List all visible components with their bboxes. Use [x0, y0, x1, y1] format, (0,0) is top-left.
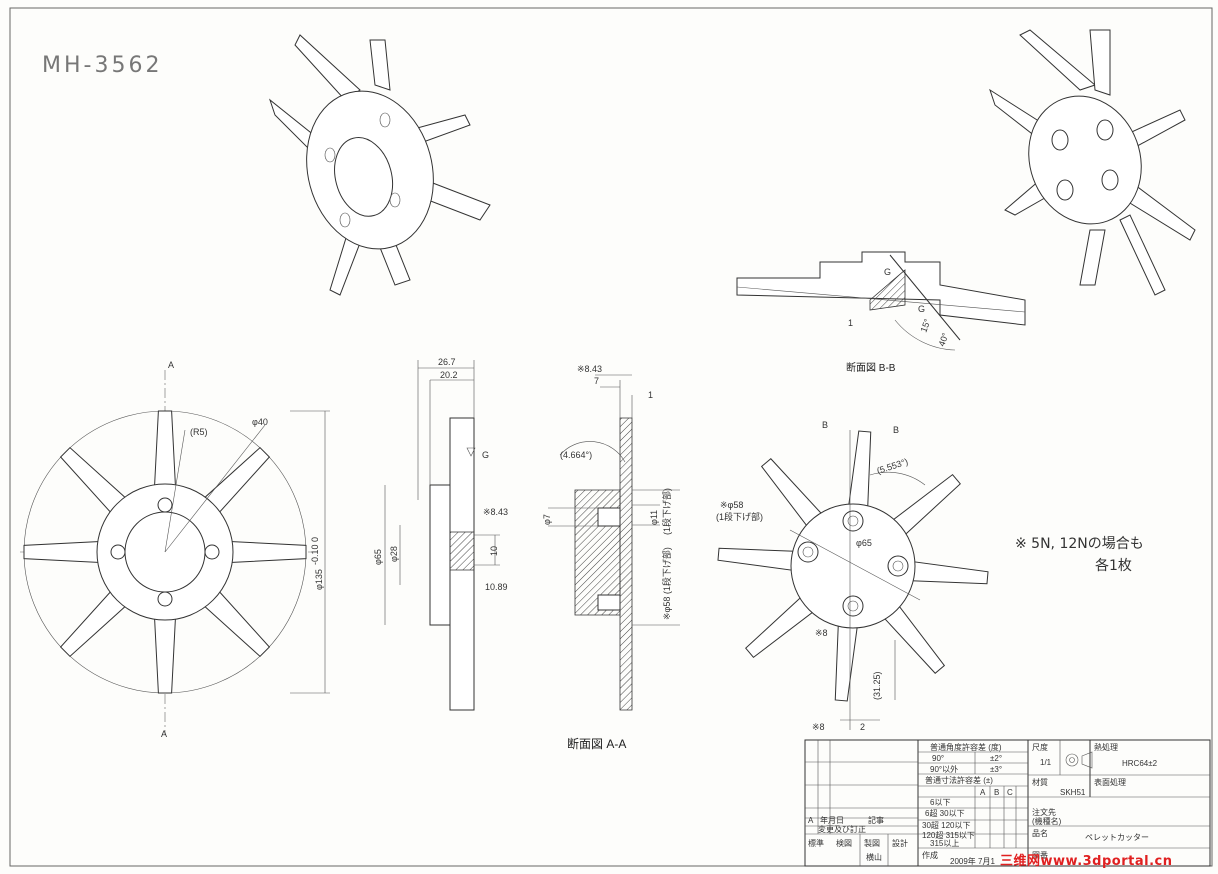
tb-tol-row-2: 30超 120以下 — [922, 820, 970, 830]
side-dim-8-43: ※8.43 — [483, 507, 508, 517]
title-block: 普通角度許容差 (度) 90° ±2° 90°以外 ±3° 普通寸法許容差 (±… — [804, 739, 1211, 867]
side-view: 26.7 20.2 ※8.43 φ65 φ28 10 10.89 G — [373, 357, 508, 711]
tb-customer-label: 注文先 — [1032, 807, 1056, 817]
right-dim-8-bottom: ※8 — [812, 722, 825, 732]
tb-tol-row-1: 6超 30以下 — [925, 808, 965, 818]
right-label-b1: B — [822, 420, 828, 430]
isometric-view-left — [268, 34, 491, 296]
right-dim-65: φ65 — [856, 538, 872, 548]
section-aa-dim-58: ※φ58 (1段下げ部) — [661, 547, 672, 620]
tb-created-label: 作成 — [922, 850, 938, 860]
tb-approve-label: 検図 — [836, 838, 852, 848]
front-marker-a-top: A — [168, 360, 174, 370]
front-dim-d135: φ135 — [314, 569, 324, 590]
tb-col-b: B — [994, 788, 999, 797]
section-bb-dim-1: 1 — [848, 318, 853, 328]
right-dim-58-sub: (1段下げ部) — [716, 511, 763, 522]
section-aa-dim-7-top: 7 — [594, 376, 599, 386]
section-aa-title: 断面図 A-A — [567, 736, 626, 751]
right-dim-2: 2 — [860, 722, 865, 732]
tb-change-label: 記事 — [868, 815, 884, 825]
section-aa-dim-7-side: φ7 — [542, 514, 552, 525]
right-dim-31-25: (31.25) — [872, 671, 882, 700]
drawing-number: MH-3562 — [42, 53, 162, 78]
front-marker-a-bottom: A — [161, 729, 167, 739]
tb-tol-row-3: 120超 315以下 — [922, 830, 975, 840]
tb-customer-sub: (機種名) — [1032, 816, 1062, 826]
side-dim-28: φ28 — [389, 546, 399, 562]
tb-part-label: 品名 — [1032, 828, 1048, 838]
tb-material-value: SKH51 — [1060, 788, 1086, 797]
tb-angle-row1-b: ±2° — [990, 754, 1002, 763]
tb-angle-row2-b: ±3° — [990, 765, 1002, 774]
tb-material-label: 材質 — [1032, 777, 1048, 787]
note-line2: 各1枚 — [1095, 558, 1132, 574]
tb-std-label: 標準 — [808, 838, 824, 848]
tb-scale-value: 1/1 — [1040, 758, 1052, 767]
section-aa-dim-11-sub: (1段下げ部) — [661, 488, 672, 535]
tb-rev-label: A — [808, 816, 814, 825]
side-dim-65: φ65 — [373, 549, 383, 565]
tb-heat-label: 熱処理 — [1094, 742, 1118, 752]
tb-created-date: 2009年 7月1 — [950, 856, 995, 866]
tb-tol-row-4: 315以上 — [930, 839, 959, 848]
tb-part-value: ペレットカッター — [1085, 833, 1149, 842]
side-dim-26-7: 26.7 — [438, 357, 456, 367]
tb-angle-header: 普通角度許容差 (度) — [930, 742, 1002, 752]
front-dim-r5: (R5) — [190, 427, 208, 437]
tb-date-label: 年月日 — [820, 815, 844, 825]
side-dim-20-2: 20.2 — [440, 370, 458, 380]
tb-heat-value: HRC64±2 — [1122, 759, 1158, 768]
tb-col-c: C — [1007, 788, 1013, 797]
watermark: 三维网www.3dportal.cn — [1000, 854, 1173, 869]
side-dim-10-89: 10.89 — [485, 582, 508, 592]
tb-dim-header: 普通寸法許容差 (±) — [925, 775, 993, 785]
front-dim-d40: φ40 — [252, 417, 268, 427]
side-surface-mark: G — [482, 450, 489, 460]
tb-surface-label: 表面処理 — [1094, 777, 1126, 787]
section-bb-mark-g2: G — [918, 304, 925, 314]
tb-change-history: 変更及び訂正 — [818, 824, 866, 834]
section-bb-title: 断面図 B-B — [846, 361, 896, 374]
tb-check-label: 製図 — [864, 838, 880, 848]
isometric-view-right — [989, 29, 1196, 296]
tb-col-a: A — [980, 788, 986, 797]
section-aa-dim-angle: (4.664°) — [560, 450, 592, 460]
section-aa-dim-11: φ11 — [649, 510, 659, 525]
right-label-b2: B — [893, 425, 899, 435]
right-dim-angle: (5.553°) — [876, 456, 910, 475]
right-dim-8: ※8 — [815, 628, 828, 638]
tb-drawing-no-label: 図番 — [1032, 850, 1048, 860]
tb-designer-value: 横山 — [866, 852, 882, 862]
front-view: A A (R5) φ40 φ135 -0.10 0 — [20, 360, 330, 739]
section-aa-dim-1: 1 — [648, 390, 653, 400]
section-bb-mark-g1: G — [884, 267, 891, 277]
tb-angle-row1-a: 90° — [932, 754, 944, 763]
sheet-border — [9, 7, 1213, 867]
right-front-view: B B (5.553°) ※φ58 (1段下げ部) φ65 ※8 (31.25)… — [716, 420, 989, 732]
side-dim-10: 10 — [489, 546, 499, 556]
section-aa-view: ※8.43 7 1 (4.664°) φ7 φ11 ※φ58 (1段下げ部) (… — [542, 364, 680, 711]
section-bb-dim-15: 15° — [918, 317, 932, 334]
right-dim-58: ※φ58 — [720, 500, 743, 510]
tb-scale-label: 尺度 — [1032, 742, 1048, 752]
tb-design-label: 設計 — [892, 838, 908, 848]
tb-angle-row2-a: 90°以外 — [930, 764, 958, 774]
tb-tol-row-0: 6以下 — [930, 798, 950, 807]
section-bb-dim-40: 40° — [936, 331, 950, 348]
section-bb-view: G G 1 15° 40° — [736, 251, 1026, 351]
note-line1: ※ 5N, 12Nの場合も — [1015, 536, 1144, 552]
front-dim-d135-tol: -0.10 0 — [310, 537, 320, 565]
section-aa-dim-8-43: ※8.43 — [577, 364, 602, 374]
